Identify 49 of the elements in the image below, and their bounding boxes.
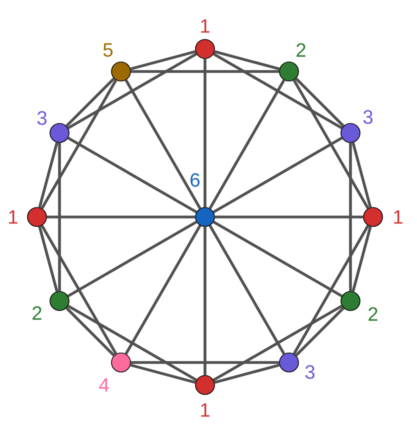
graph-edge	[295, 78, 344, 127]
graph-edge	[40, 79, 118, 210]
vertex-number: 2	[32, 306, 42, 320]
graph-edge	[66, 78, 115, 127]
graph-edge	[130, 70, 280, 73]
graph-edge	[204, 226, 206, 376]
vertex-number: 1	[9, 210, 18, 224]
graph-edge	[67, 52, 198, 130]
graph-edge	[208, 224, 286, 355]
graph-edge	[124, 79, 202, 210]
vertex-number: 4	[99, 378, 109, 392]
graph-edge	[67, 220, 198, 298]
graph-edge	[349, 142, 352, 292]
graph-edge	[295, 307, 344, 356]
graph-edge	[214, 50, 280, 70]
graph-edge	[67, 136, 198, 214]
graph-edge	[214, 216, 364, 218]
graph-edge	[292, 224, 370, 355]
graph-edge	[352, 226, 372, 292]
graph-edge	[208, 79, 286, 210]
vertex-number: 6	[190, 173, 200, 187]
graph-edge	[292, 79, 370, 210]
graph-edge	[212, 220, 343, 298]
graph-edge	[67, 304, 198, 382]
graph-edge	[212, 52, 343, 130]
graph-edge	[212, 304, 343, 382]
vertex-number: 3	[305, 365, 315, 379]
vertex-number: 1	[394, 210, 402, 224]
graph-edge	[212, 136, 343, 214]
vertex-number: 3	[363, 110, 373, 124]
vertex-number: 5	[103, 43, 113, 57]
vertex-number: 1	[201, 403, 210, 417]
vertex-number: 3	[37, 111, 47, 125]
graph-edge	[204, 58, 206, 208]
vertex-number: 2	[368, 307, 378, 321]
graph-edge	[130, 364, 196, 384]
graph-edge	[58, 142, 61, 292]
graph-edge	[38, 142, 58, 208]
graph-edge	[46, 216, 196, 218]
graph-edge	[124, 224, 202, 355]
graph-edge	[214, 364, 280, 384]
vertex-number: 1	[201, 19, 210, 33]
graph-edge	[130, 361, 280, 364]
graph-edge	[352, 142, 372, 208]
graph-edge	[130, 50, 196, 70]
vertex-number: 2	[296, 43, 306, 57]
graph-edge	[38, 226, 58, 292]
graph-edge	[66, 307, 115, 356]
graph-edge	[40, 224, 118, 355]
